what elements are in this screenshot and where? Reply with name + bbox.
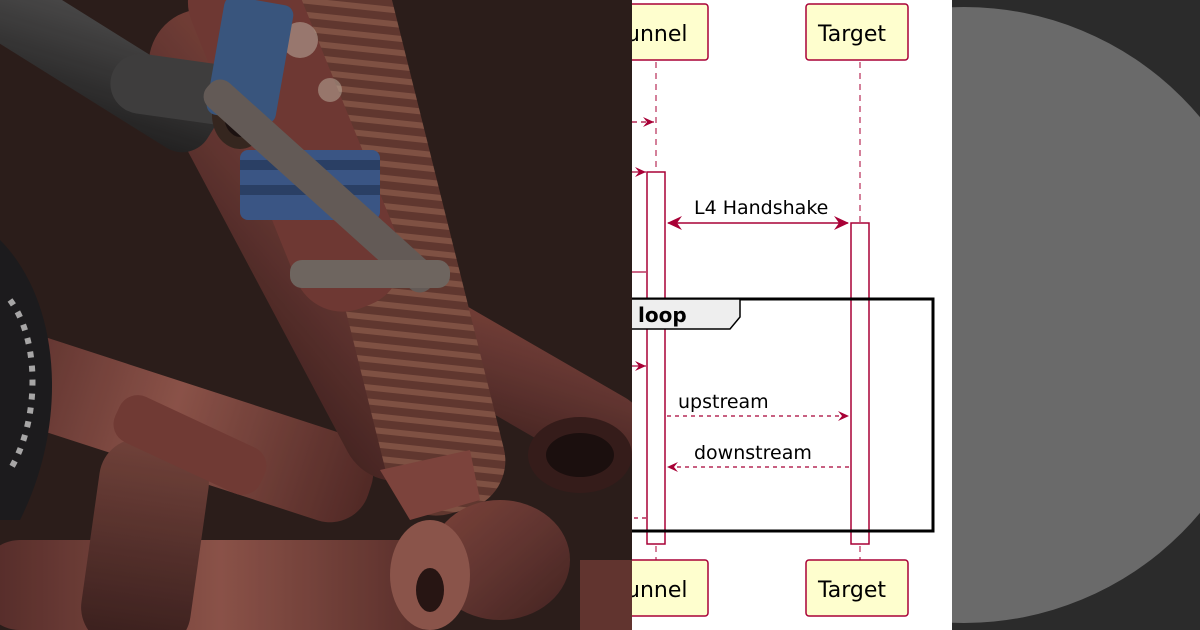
target-activation (850, 222, 870, 545)
sequence-diagram: unnel Target L4 Handshake loop (632, 0, 952, 630)
disc-decoration (952, 0, 1200, 630)
upstream-message: upstream (667, 391, 849, 421)
participant-tunnel-bottom: unnel (632, 559, 709, 617)
participant-target-top-label: Target (817, 22, 886, 47)
participant-tunnel-bottom-label: unnel (632, 578, 687, 603)
grey-disc-shape (952, 0, 1200, 630)
participant-target-bottom: Target (805, 559, 909, 617)
downstream-label: downstream (694, 442, 812, 464)
loop-label: loop (638, 303, 687, 327)
sequence-diagram-svg: unnel Target L4 Handshake loop (632, 3, 935, 617)
participant-tunnel-top: unnel (632, 3, 709, 61)
participant-tunnel-top-label: unnel (632, 22, 687, 47)
participant-target-bottom-label: Target (817, 578, 886, 603)
handshake-label: L4 Handshake (694, 197, 828, 219)
rusty-pipes-photo (0, 0, 632, 630)
handshake-message: L4 Handshake (667, 197, 849, 230)
loop-frame: loop (632, 297, 935, 533)
upstream-label: upstream (678, 391, 769, 413)
tunnel-activation (646, 171, 666, 545)
participant-target-top: Target (805, 3, 909, 61)
downstream-message: downstream (667, 442, 849, 472)
rusty-pipes-illustration (0, 0, 632, 630)
